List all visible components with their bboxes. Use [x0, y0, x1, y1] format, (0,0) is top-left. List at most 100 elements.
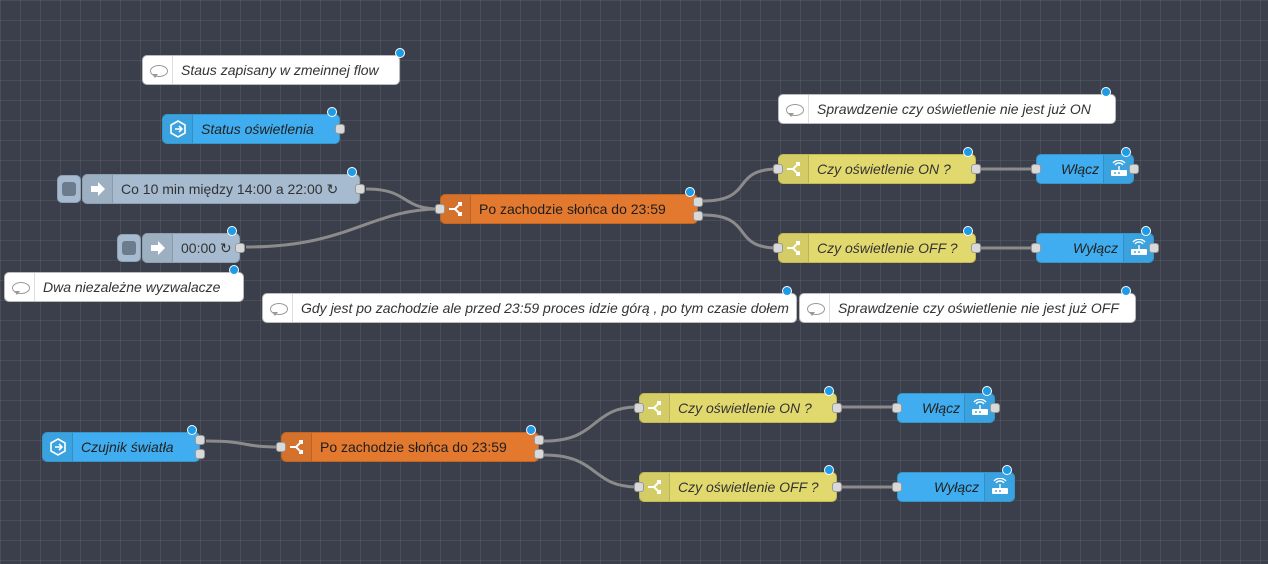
wire [543, 453, 639, 489]
changed-indicator [963, 147, 973, 157]
node-label: Czujnik światła [81, 439, 174, 455]
changed-indicator [1121, 147, 1131, 157]
comment-icon [263, 294, 293, 322]
input-port[interactable] [1031, 243, 1041, 253]
comment-label: Staus zapisany w zmeinnej flow [181, 62, 379, 78]
changed-indicator [187, 425, 197, 435]
inject-button[interactable] [57, 175, 81, 203]
inject-node[interactable]: Co 10 min między 14:00 a 22:00 ↻ [57, 167, 365, 204]
switch-icon [282, 433, 312, 461]
output-port[interactable] [335, 124, 345, 134]
switch-icon [441, 195, 471, 223]
output-port[interactable] [355, 184, 365, 194]
output-port[interactable] [971, 164, 981, 174]
wire [365, 187, 441, 211]
comment-icon [800, 294, 830, 322]
changed-indicator [963, 226, 973, 236]
comment-label: Sprawdzenie czy oświetlenie nie jest już… [838, 300, 1119, 316]
changed-indicator [982, 386, 992, 396]
wire [702, 213, 779, 250]
comment-label: Sprawdzenie czy oświetlenie nie jest już… [817, 101, 1091, 117]
input-port[interactable] [276, 442, 286, 452]
switch-icon [640, 394, 670, 422]
wire [543, 405, 639, 443]
switch-icon [779, 234, 809, 262]
comment-icon [5, 273, 35, 301]
node-label: 00:00 ↻ [181, 240, 232, 256]
changed-indicator [824, 386, 834, 396]
output-port-1[interactable] [534, 435, 544, 445]
service-turn-off-node[interactable]: Wyłącz [1031, 226, 1159, 263]
input-port[interactable] [773, 243, 783, 253]
condition-off-node[interactable]: Czy oświetlenie OFF ? [634, 465, 842, 502]
node-label: Czy oświetlenie OFF ? [817, 240, 958, 256]
changed-indicator [229, 265, 239, 275]
input-port[interactable] [1031, 164, 1041, 174]
status-oswietlenia-node[interactable]: Status oświetlenia [162, 107, 345, 144]
condition-off-node[interactable]: Czy oświetlenie OFF ? [773, 226, 981, 263]
changed-indicator [327, 107, 337, 117]
node-label: Status oświetlenia [201, 121, 314, 137]
service-turn-on-node[interactable]: Włącz [892, 386, 1000, 423]
comment-label: Gdy jest po zachodzie ale przed 23:59 pr… [301, 300, 789, 316]
inject-arrow-icon [83, 175, 113, 203]
service-turn-off-node[interactable]: Wyłącz [892, 465, 1015, 502]
changed-indicator [395, 48, 405, 58]
node-label: Czy oświetlenie ON ? [678, 400, 812, 416]
router-icon [984, 473, 1014, 501]
comment-node[interactable]: Sprawdzenie czy oświetlenie nie jest już… [799, 286, 1136, 323]
changed-indicator [526, 425, 536, 435]
changed-indicator [1141, 226, 1151, 236]
node-label: Wyłącz [1073, 240, 1119, 256]
service-turn-on-node[interactable]: Włącz [1031, 147, 1139, 184]
ha-entity-icon [163, 115, 193, 143]
changed-indicator [824, 465, 834, 475]
router-icon [964, 394, 994, 422]
input-port[interactable] [634, 403, 644, 413]
switch-node[interactable]: Po zachodzie słońca do 23:59 [276, 425, 544, 462]
input-port[interactable] [435, 204, 445, 214]
node-label: Co 10 min między 14:00 a 22:00 ↻ [121, 181, 339, 197]
output-port[interactable] [235, 243, 245, 253]
input-port[interactable] [773, 164, 783, 174]
condition-on-node[interactable]: Czy oświetlenie ON ? [634, 386, 842, 423]
comment-node[interactable]: Staus zapisany w zmeinnej flow [142, 48, 405, 85]
changed-indicator [1101, 87, 1111, 97]
czujnik-swiatla-node[interactable]: Czujnik światła [42, 425, 205, 462]
node-label: Czy oświetlenie ON ? [817, 161, 951, 177]
router-icon [1123, 234, 1153, 262]
comment-node[interactable]: Gdy jest po zachodzie ale przed 23:59 pr… [262, 286, 797, 323]
input-port[interactable] [892, 482, 902, 492]
output-port[interactable] [971, 243, 981, 253]
comment-node[interactable]: Dwa niezależne wyzwalacze [4, 265, 244, 302]
output-port[interactable] [990, 403, 1000, 413]
wire [245, 207, 441, 249]
node-label: Wyłącz [934, 479, 980, 495]
output-port[interactable] [1129, 164, 1139, 174]
output-port[interactable] [832, 482, 842, 492]
output-port[interactable] [832, 403, 842, 413]
changed-indicator [347, 167, 357, 177]
changed-indicator [1121, 286, 1131, 296]
output-port-2[interactable] [534, 449, 544, 459]
changed-indicator [782, 286, 792, 296]
condition-on-node[interactable]: Czy oświetlenie ON ? [773, 147, 981, 184]
switch-node[interactable]: Po zachodzie słońca do 23:59 [435, 187, 703, 224]
comment-node[interactable]: Sprawdzenie czy oświetlenie nie jest już… [778, 87, 1116, 124]
output-port[interactable] [1149, 243, 1159, 253]
switch-icon [779, 155, 809, 183]
output-port-2[interactable] [693, 211, 703, 221]
output-port-1[interactable] [195, 435, 205, 445]
output-port-2[interactable] [195, 449, 205, 459]
input-port[interactable] [634, 482, 644, 492]
inject-button[interactable] [117, 234, 141, 262]
switch-icon [640, 473, 670, 501]
inject-node[interactable]: 00:00 ↻ [117, 226, 245, 263]
changed-indicator [1002, 465, 1012, 475]
input-port[interactable] [892, 403, 902, 413]
node-label: Czy oświetlenie OFF ? [678, 479, 819, 495]
node-label: Włącz [922, 400, 961, 416]
node-label: Po zachodzie słońca do 23:59 [320, 439, 507, 455]
output-port-1[interactable] [693, 197, 703, 207]
